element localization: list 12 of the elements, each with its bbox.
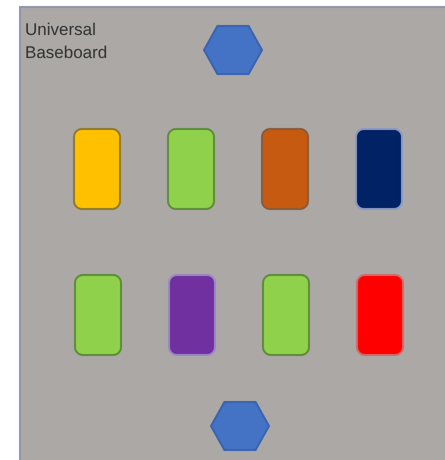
rounded-rectangle xyxy=(261,128,309,210)
hexagon xyxy=(203,25,263,75)
rounded-rectangle xyxy=(167,128,215,210)
baseboard-panel xyxy=(19,6,445,460)
rounded-rectangle xyxy=(356,274,404,356)
hexagon xyxy=(210,401,270,451)
rounded-rectangle xyxy=(168,274,216,356)
rounded-rectangle xyxy=(262,274,310,356)
rounded-rectangle xyxy=(355,128,403,210)
rounded-rectangle xyxy=(74,274,122,356)
rounded-rectangle xyxy=(73,128,121,210)
panel-title: Universal Baseboard xyxy=(25,19,108,64)
